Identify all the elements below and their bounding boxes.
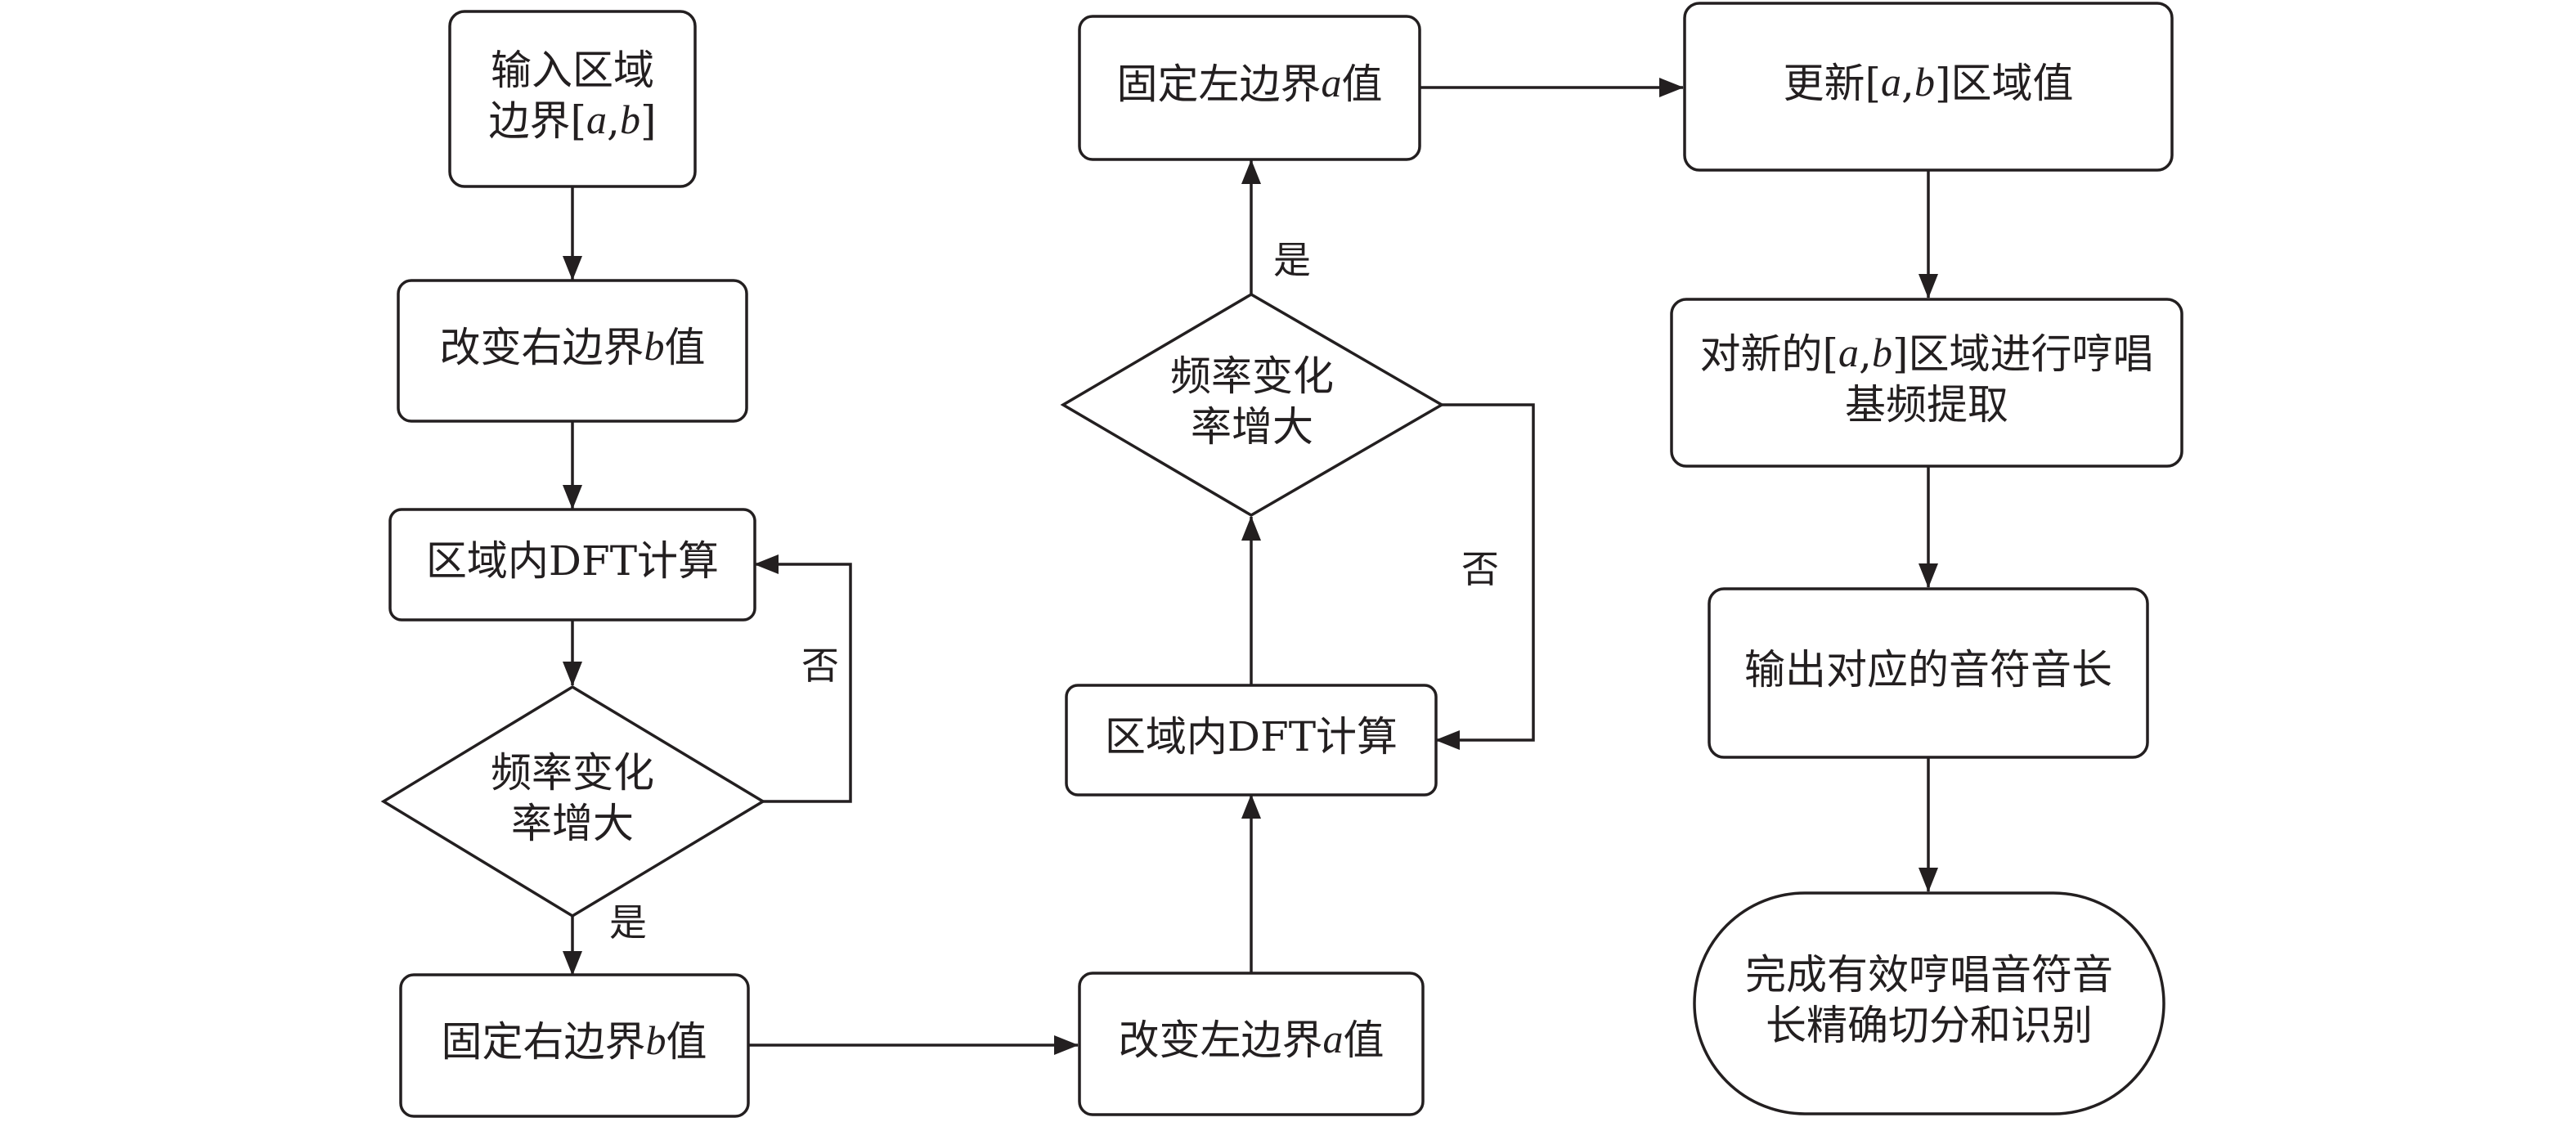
node-line: 区域内DFT计算 bbox=[1105, 713, 1398, 761]
node-line: 率增大 bbox=[511, 800, 634, 847]
node-change-right-b bbox=[397, 279, 748, 423]
node-line: 基频提取 bbox=[1845, 381, 2008, 429]
edge-decision-left-no bbox=[754, 554, 852, 803]
node-line: 输入区域 bbox=[491, 47, 654, 94]
node-fix-left-a-text: 固定左边界a值 bbox=[1117, 60, 1383, 108]
nodes: 输入区域边界[a,b] 改变右边界b值 区域内DFT计算 频率变化率增大 固定右… bbox=[380, 2, 2183, 1118]
node-decision-left-text: 频率变化率增大 bbox=[491, 749, 654, 847]
node-line: 更新[a,b]区域值 bbox=[1784, 59, 2074, 107]
node-line: 改变右边界b值 bbox=[440, 323, 706, 371]
node-decision-middle bbox=[1060, 292, 1445, 518]
label-middle-no: 否 bbox=[1461, 547, 1499, 591]
node-change-left-a-text: 改变左边界a值 bbox=[1119, 1016, 1384, 1064]
node-line: 对新的[a,b]区域进行哼唱 bbox=[1700, 330, 2154, 378]
node-dft-middle-text: 区域内DFT计算 bbox=[1105, 713, 1398, 761]
node-dft-left-text: 区域内DFT计算 bbox=[426, 537, 719, 585]
node-output-duration-text: 输出对应的音符音长 bbox=[1744, 646, 2112, 693]
node-line: 频率变化 bbox=[1170, 352, 1334, 400]
node-line: 改变左边界a值 bbox=[1119, 1016, 1384, 1064]
node-extract-pitch-text: 对新的[a,b]区域进行哼唱基频提取 bbox=[1700, 330, 2154, 429]
node-dft-left bbox=[388, 508, 756, 622]
node-dft-middle bbox=[1065, 684, 1438, 797]
node-line: 固定左边界a值 bbox=[1117, 60, 1383, 108]
node-fix-left-a bbox=[1078, 15, 1421, 161]
node-input-boundary bbox=[448, 10, 697, 188]
connectors bbox=[563, 78, 1938, 1055]
node-output-duration bbox=[1708, 587, 2149, 759]
node-finish bbox=[1693, 891, 2165, 1115]
node-extract-pitch bbox=[1670, 298, 2183, 468]
node-change-right-b-text: 改变右边界b值 bbox=[440, 323, 706, 371]
node-finish-text: 完成有效哼唱音符音长精确切分和识别 bbox=[1745, 951, 2113, 1049]
node-line: 率增大 bbox=[1191, 403, 1313, 451]
edge-labels: 否 是 是 否 bbox=[609, 238, 1499, 945]
node-line: 固定右边界b值 bbox=[442, 1017, 707, 1066]
node-line: 边界[a,b] bbox=[489, 96, 657, 145]
label-middle-yes: 是 bbox=[1273, 238, 1311, 282]
node-update-region-text: 更新[a,b]区域值 bbox=[1784, 59, 2074, 107]
node-input-boundary-text: 输入区域边界[a,b] bbox=[489, 47, 657, 145]
node-line: 区域内DFT计算 bbox=[426, 537, 719, 585]
node-line: 输出对应的音符音长 bbox=[1744, 646, 2112, 693]
node-line: 长精确切分和识别 bbox=[1766, 1002, 2093, 1049]
label-left-no: 否 bbox=[801, 644, 839, 688]
node-fix-right-b bbox=[399, 973, 750, 1118]
node-change-left-a bbox=[1078, 972, 1425, 1116]
edge-decision-middle-no bbox=[1435, 403, 1535, 750]
node-update-region bbox=[1683, 2, 2174, 172]
node-line: 完成有效哼唱音符音 bbox=[1745, 951, 2113, 999]
node-decision-middle-text: 频率变化率增大 bbox=[1170, 352, 1334, 451]
node-fix-right-b-text: 固定右边界b值 bbox=[442, 1017, 707, 1066]
label-left-yes: 是 bbox=[609, 900, 647, 945]
node-line: 频率变化 bbox=[491, 749, 654, 797]
node-decision-left bbox=[380, 684, 766, 918]
